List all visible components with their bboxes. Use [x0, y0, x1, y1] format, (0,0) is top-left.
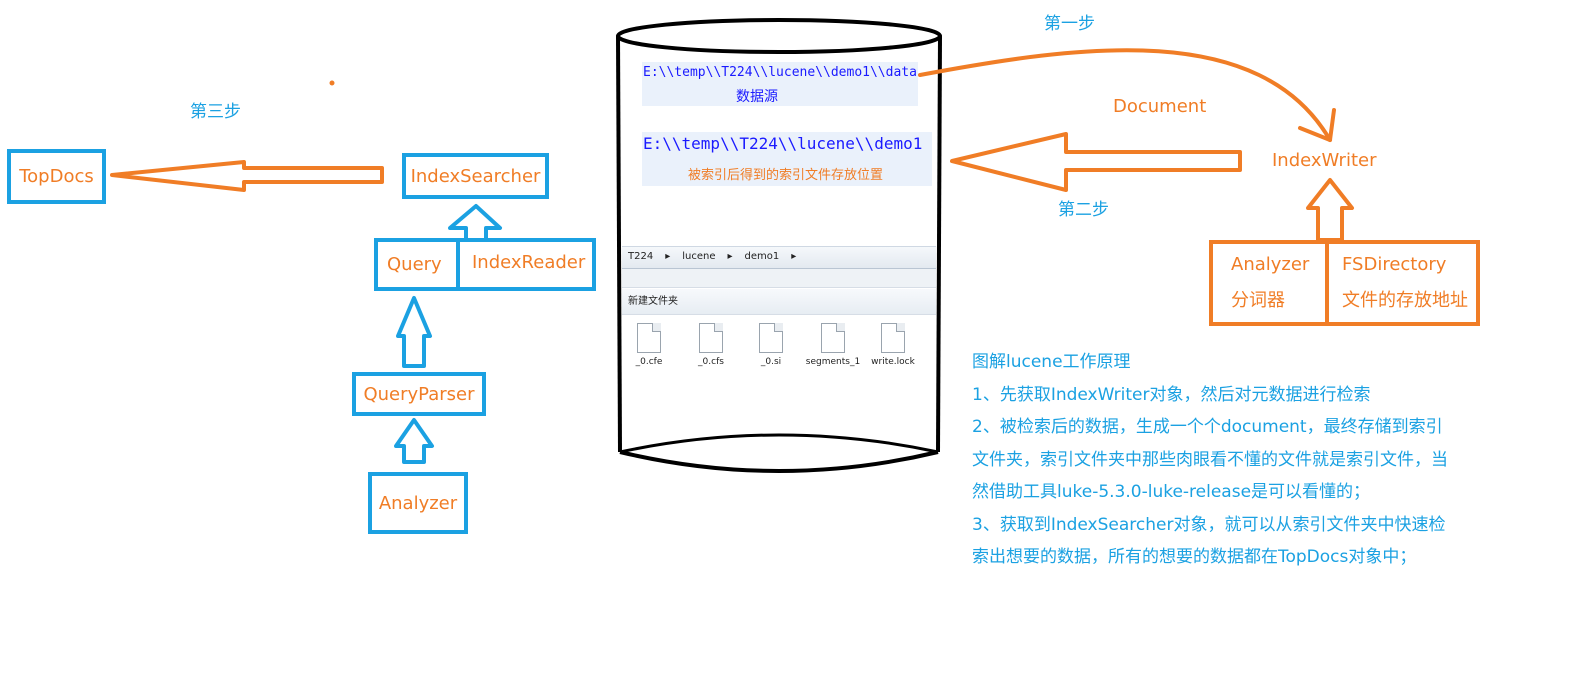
- step1-label: 第一步: [1044, 9, 1095, 34]
- file-writelock: write.lock: [868, 323, 918, 367]
- file-si: _0.si: [746, 323, 796, 367]
- explorer-breadcrumb: T224 ▸ lucene ▸ demo1 ▸: [622, 247, 936, 269]
- description-line: 索出想要的数据，所有的想要的数据都在TopDocs对象中；: [972, 541, 1532, 574]
- file-name: write.lock: [868, 357, 918, 367]
- step2-arrow: [952, 134, 1240, 190]
- breadcrumb-sep: ▸: [728, 251, 733, 262]
- description-line: 1、先获取IndexWriter对象，然后对元数据进行检索: [972, 379, 1532, 412]
- description-line: 然借助工具luke-5.3.0-luke-release是可以看懂的；: [972, 476, 1532, 509]
- query-indexreader-box: Query IndexReader: [374, 238, 596, 291]
- step3-label: 第三步: [190, 97, 241, 122]
- box-divider: [456, 238, 460, 291]
- box-divider: [1325, 240, 1329, 326]
- analyzer-to-parser-arrow: [396, 420, 432, 462]
- breadcrumb-demo1: demo1: [745, 251, 780, 262]
- reader-to-searcher-arrow: [450, 206, 500, 240]
- file-icon: [699, 323, 723, 353]
- indexsearcher-box: IndexSearcher: [402, 153, 549, 199]
- explorer-toolbar: [622, 269, 936, 288]
- queryparser-box: QueryParser: [352, 372, 486, 416]
- data-path-text: E:\\temp\\T224\\lucene\\demo1\\data: [643, 65, 917, 80]
- analyzer-sub: 分词器: [1231, 286, 1285, 312]
- description-line: 2、被检索后的数据，生成一个个document，最终存储到索引: [972, 411, 1532, 444]
- breadcrumb-t224: T224: [628, 251, 653, 262]
- indexwriter-label: IndexWriter: [1272, 150, 1376, 171]
- description-line: 3、获取到IndexSearcher对象，就可以从索引文件夹中快速检: [972, 509, 1532, 542]
- topdocs-box: TopDocs: [7, 149, 106, 204]
- new-folder-button: 新建文件夹: [622, 289, 936, 315]
- file-icon: [821, 323, 845, 353]
- description-title: 图解lucene工作原理: [972, 346, 1532, 379]
- file-name: _0.cfe: [624, 357, 674, 367]
- file-icon: [637, 323, 661, 353]
- description-block: 图解lucene工作原理 1、先获取IndexWriter对象，然后对元数据进行…: [972, 346, 1532, 574]
- file-icon: [759, 323, 783, 353]
- file-name: _0.si: [746, 357, 796, 367]
- document-label: Document: [1113, 96, 1206, 117]
- fsdirectory-sub: 文件的存放地址: [1342, 286, 1468, 312]
- file-cfe: _0.cfe: [624, 323, 674, 367]
- file-cfs: _0.cfs: [686, 323, 736, 367]
- parser-to-query-arrow: [398, 298, 430, 366]
- file-name: _0.cfs: [686, 357, 736, 367]
- file-icon: [881, 323, 905, 353]
- breadcrumb-sep: ▸: [665, 251, 670, 262]
- stray-dot: [330, 81, 335, 86]
- step2-label: 第二步: [1058, 195, 1109, 220]
- analyzer-fsdirectory-box: Analyzer 分词器 FSDirectory 文件的存放地址: [1209, 240, 1480, 326]
- analyzer-box: Analyzer: [368, 472, 468, 534]
- index-caption: 被索引后得到的索引文件存放位置: [688, 164, 883, 183]
- analyzer-label: Analyzer: [1231, 254, 1309, 275]
- explorer-screenshot: T224 ▸ lucene ▸ demo1 ▸ 新建文件夹 _0.cfe _0.cfs _…: [622, 246, 936, 383]
- fsdirectory-label: FSDirectory: [1342, 254, 1446, 275]
- query-label: Query: [387, 254, 442, 275]
- description-line: 文件夹，索引文件夹中那些肉眼看不懂的文件就是索引文件，当: [972, 444, 1532, 477]
- step3-arrow: [112, 162, 382, 190]
- breadcrumb-sep: ▸: [791, 251, 796, 262]
- index-path-text: E:\\temp\\T224\\lucene\\demo1: [643, 134, 922, 153]
- writer-up-arrow: [1308, 180, 1352, 240]
- indexreader-label: IndexReader: [472, 252, 585, 273]
- breadcrumb-lucene: lucene: [682, 251, 715, 262]
- file-name: segments_1: [804, 357, 862, 367]
- file-segments: segments_1: [804, 323, 862, 367]
- data-caption: 数据源: [736, 86, 778, 106]
